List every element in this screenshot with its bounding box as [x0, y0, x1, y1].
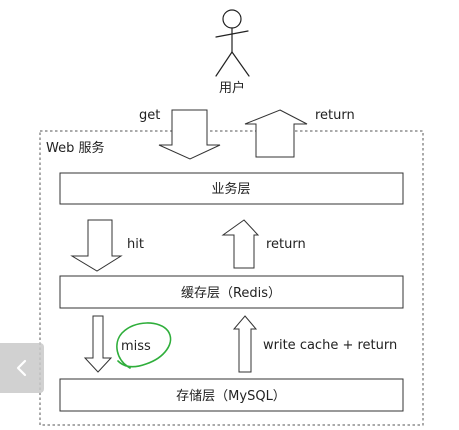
return-top-label: return — [315, 108, 355, 123]
chevron-left-icon — [16, 359, 27, 377]
business-layer-box — [59, 172, 404, 205]
return-mid-arrow-up-icon — [221, 219, 260, 269]
user-figure-icon — [215, 9, 250, 77]
business-layer-label: 业务层 — [211, 181, 250, 197]
web-service-label: Web 服务 — [46, 140, 104, 156]
user-label: 用户 — [219, 80, 245, 96]
cache-layer-label: 缓存层（Redis） — [181, 286, 281, 301]
hit-label: hit — [127, 237, 144, 252]
return-mid-label: return — [266, 237, 306, 252]
previous-slide-button[interactable] — [0, 343, 44, 393]
hit-arrow-down-icon — [70, 219, 123, 272]
miss-label: miss — [121, 339, 151, 354]
cache-layer-box — [59, 275, 404, 309]
storage-layer-box — [59, 378, 404, 412]
miss-arrow-down-icon — [83, 315, 113, 373]
write-back-arrow-up-icon — [232, 315, 258, 373]
return-top-arrow-up-icon — [244, 109, 308, 158]
write-back-label: write cache + return — [263, 338, 397, 353]
get-label: get — [139, 108, 160, 123]
miss-circled-annotation-icon — [116, 322, 172, 369]
get-arrow-down-icon — [158, 109, 221, 160]
storage-layer-label: 存储层（MySQL） — [176, 389, 286, 404]
web-service-boundary — [39, 130, 424, 426]
